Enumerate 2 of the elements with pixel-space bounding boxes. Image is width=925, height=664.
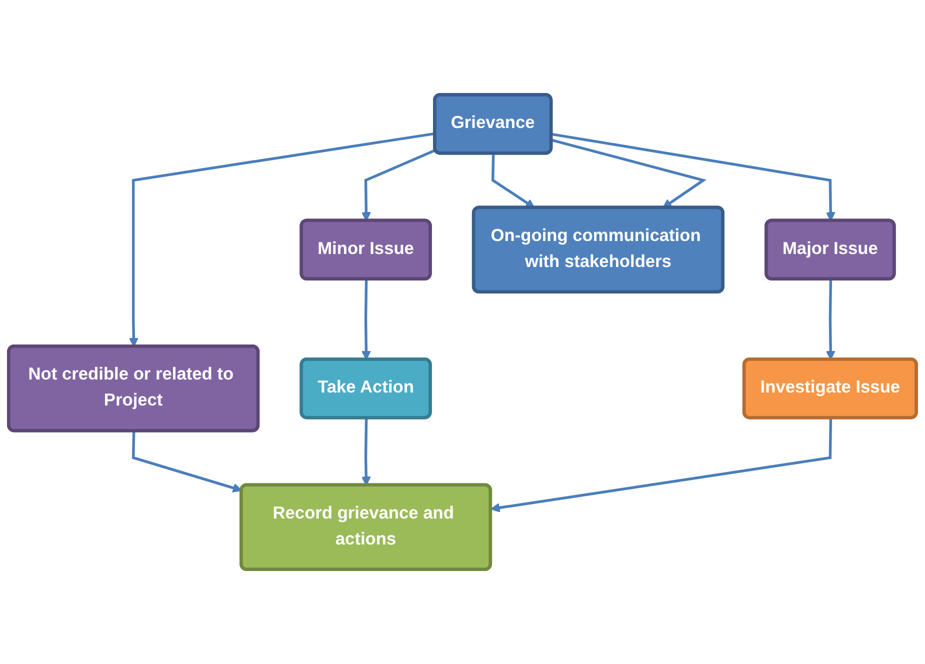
arrow: [490, 418, 832, 512]
arrow: [132, 431, 242, 493]
